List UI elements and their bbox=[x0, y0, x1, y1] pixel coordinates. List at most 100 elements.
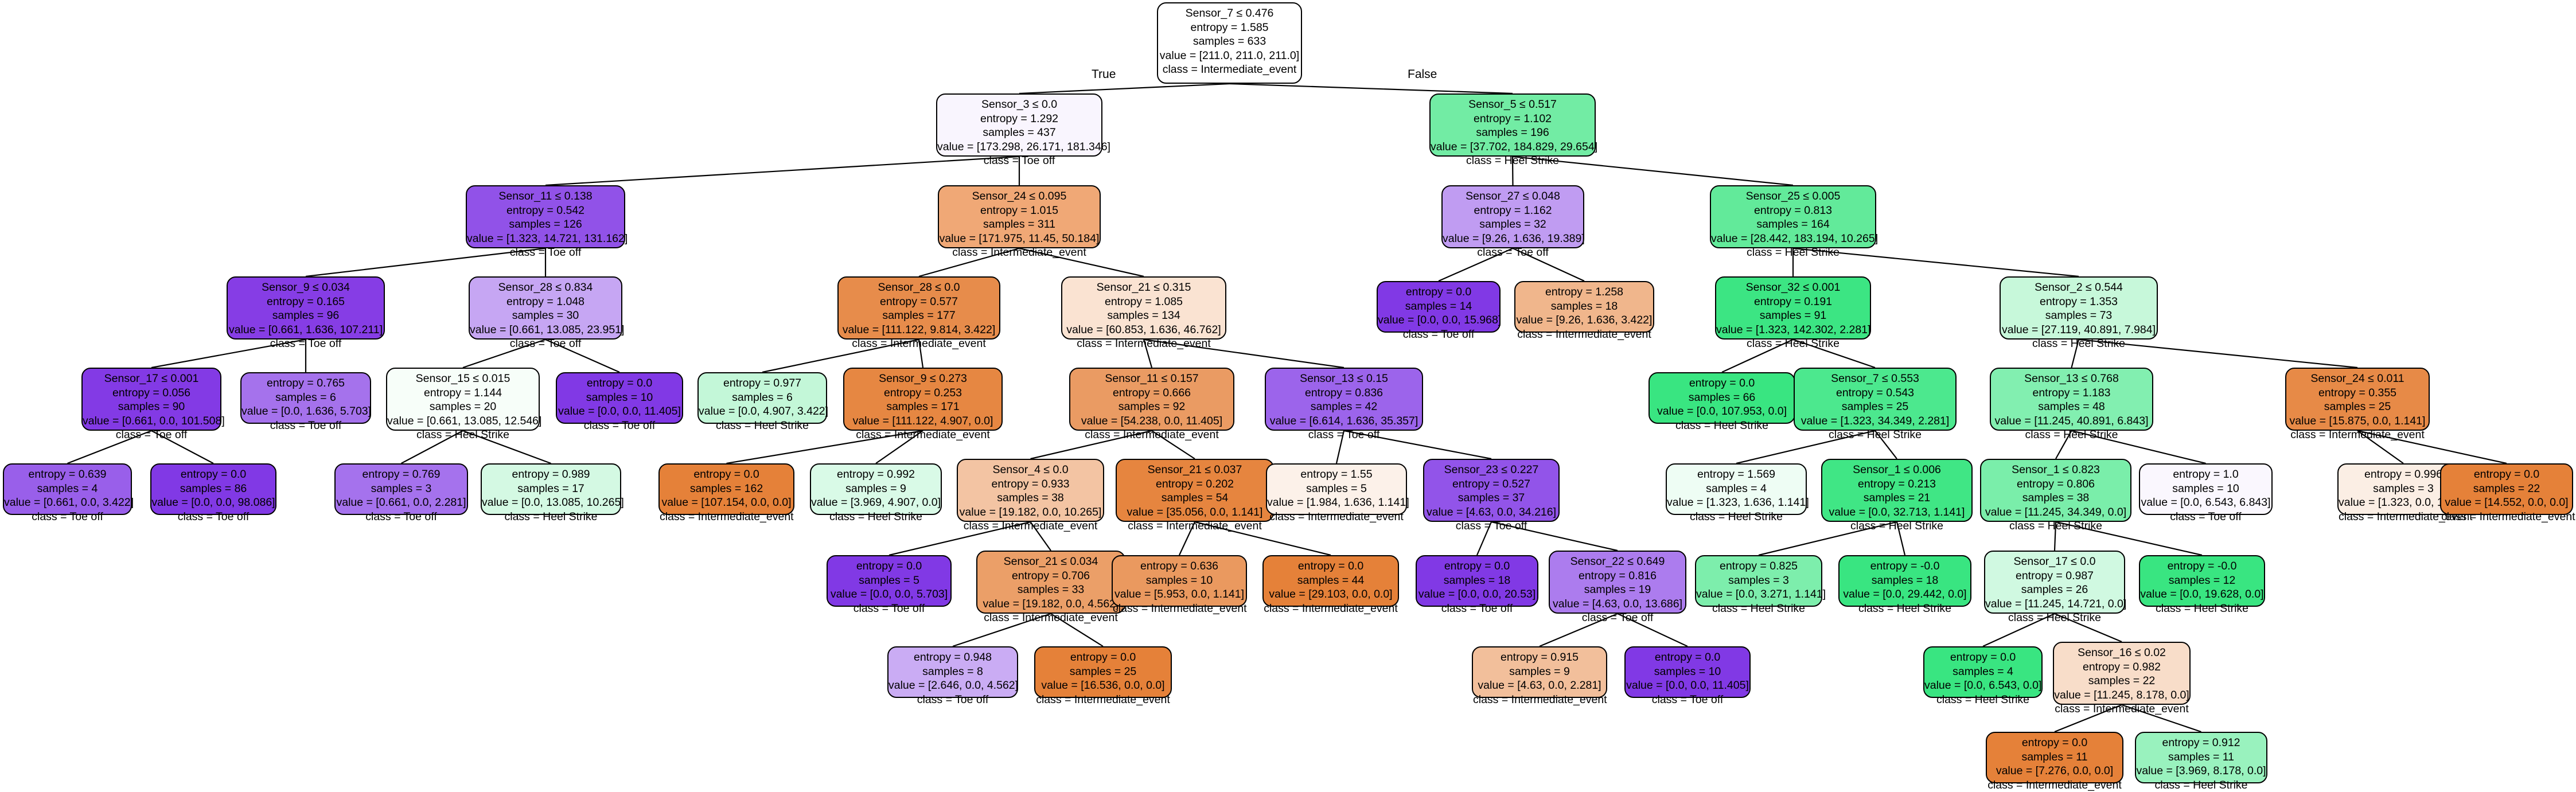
node-text-line: samples = 20 bbox=[387, 400, 539, 414]
edge-label-false: False bbox=[1408, 68, 1437, 81]
node-text-line: value = [1.984, 1.636, 1.141] bbox=[1267, 496, 1406, 510]
node-text-line: value = [0.661, 1.636, 107.211] bbox=[228, 323, 384, 337]
node-text-line: entropy = 0.933 bbox=[958, 477, 1103, 491]
node-text-line: class = Heel Strike bbox=[1822, 519, 1971, 533]
node-text-line: class = Heel Strike bbox=[1696, 602, 1821, 616]
node-text-line: value = [0.661, 13.085, 12.546] bbox=[387, 414, 539, 428]
node-text-line: entropy = 0.706 bbox=[977, 569, 1124, 583]
node-text-line: class = Intermediate_event bbox=[977, 611, 1124, 625]
node-text-line: samples = 44 bbox=[1264, 573, 1398, 588]
node-text-line: Sensor_28 ≤ 0.834 bbox=[470, 280, 621, 295]
node-text-line: entropy = 0.992 bbox=[811, 467, 941, 482]
node-text-line: entropy = 0.056 bbox=[83, 386, 220, 400]
node-text-line: Sensor_11 ≤ 0.138 bbox=[467, 189, 624, 204]
node-text-line: class = Intermediate_event bbox=[2286, 428, 2429, 442]
node-text-line: Sensor_25 ≤ 0.005 bbox=[1711, 189, 1875, 204]
node-text-line: entropy = 0.0 bbox=[1987, 736, 2122, 750]
node-text-line: class = Toe off bbox=[1443, 245, 1583, 260]
node-text-line: Sensor_13 ≤ 0.15 bbox=[1266, 372, 1422, 386]
node-text-line: entropy = 0.0 bbox=[1417, 559, 1537, 573]
node-text-line: value = [0.0, 6.543, 0.0] bbox=[1924, 678, 2041, 693]
node-text-line: entropy = 0.769 bbox=[336, 467, 467, 482]
node-text-line: Sensor_22 ≤ 0.649 bbox=[1550, 555, 1685, 569]
tree-edge bbox=[1019, 84, 1230, 93]
node-text-line: value = [14.552, 0.0, 0.0] bbox=[2441, 496, 2572, 510]
node-text-line: value = [9.26, 1.636, 3.422] bbox=[1515, 313, 1653, 327]
node-text-line: entropy = 0.191 bbox=[1716, 295, 1870, 309]
node-text-line: Sensor_2 ≤ 0.544 bbox=[2001, 280, 2157, 295]
node-text-line: samples = 96 bbox=[228, 309, 384, 323]
node-text-line: entropy = 0.355 bbox=[2286, 386, 2429, 400]
node-text-line: class = Heel Strike bbox=[1985, 611, 2124, 625]
node-text-line: value = [7.276, 0.0, 0.0] bbox=[1987, 764, 2122, 778]
node-text-line: entropy = 1.144 bbox=[387, 386, 539, 400]
node-text-line: samples = 54 bbox=[1117, 491, 1273, 505]
node-text-line: entropy = 0.989 bbox=[482, 467, 620, 482]
node-text-line: entropy = 0.543 bbox=[1795, 386, 1955, 400]
node-text-line: samples = 22 bbox=[2054, 674, 2189, 688]
node-text-line: entropy = 0.982 bbox=[2054, 660, 2189, 674]
node-text-line: samples = 162 bbox=[660, 482, 793, 496]
node-text-line: class = Intermediate_event bbox=[1264, 602, 1398, 616]
node-text-line: value = [19.182, 0.0, 4.562] bbox=[977, 597, 1124, 611]
node-text-line: entropy = 0.165 bbox=[228, 295, 384, 309]
node-text-line: class = Intermediate_event bbox=[1035, 693, 1171, 707]
node-text-line: class = Toe off bbox=[83, 428, 220, 442]
node-text-line: entropy = 0.836 bbox=[1266, 386, 1422, 400]
node-text-line: samples = 22 bbox=[2441, 482, 2572, 496]
node-text-line: entropy = 0.0 bbox=[1650, 376, 1794, 391]
node-text-line: Sensor_5 ≤ 0.517 bbox=[1431, 97, 1595, 112]
node-text-line: samples = 25 bbox=[2286, 400, 2429, 414]
node-text-line: samples = 126 bbox=[467, 217, 624, 232]
node-text-line: samples = 18 bbox=[1417, 573, 1537, 588]
node-text-line: entropy = 1.585 bbox=[1158, 21, 1301, 35]
node-text-line: class = Heel Strike bbox=[1711, 245, 1875, 260]
node-text-line: samples = 6 bbox=[241, 391, 370, 405]
node-text-line: samples = 66 bbox=[1650, 391, 1794, 405]
node-text-line: class = Heel Strike bbox=[482, 510, 620, 524]
node-text-line: class = Heel Strike bbox=[2001, 337, 2157, 351]
node-text-line: samples = 10 bbox=[1626, 665, 1749, 679]
node-text-line: Sensor_17 ≤ 0.001 bbox=[83, 372, 220, 386]
node-text-line: samples = 12 bbox=[2140, 573, 2264, 588]
node-text-line: entropy = -0.0 bbox=[2140, 559, 2264, 573]
node-text-line: class = Intermediate_event bbox=[1158, 63, 1301, 77]
node-text-line: value = [107.154, 0.0, 0.0] bbox=[660, 496, 793, 510]
node-text-line: samples = 92 bbox=[1070, 400, 1233, 414]
node-text-line: class = Intermediate_event bbox=[1473, 693, 1606, 707]
node-text-line: samples = 18 bbox=[1515, 299, 1653, 314]
node-text-line: Sensor_3 ≤ 0.0 bbox=[937, 97, 1101, 112]
node-text-line: entropy = 0.825 bbox=[1696, 559, 1821, 573]
node-text-line: value = [1.323, 34.349, 2.281] bbox=[1795, 414, 1955, 428]
node-text-line: samples = 177 bbox=[839, 309, 999, 323]
node-text-line: class = Toe off bbox=[1626, 693, 1749, 707]
node-text-line: samples = 10 bbox=[2140, 482, 2271, 496]
node-text-line: value = [4.63, 0.0, 34.216] bbox=[1424, 505, 1558, 520]
node-text-line: value = [0.0, 29.442, 0.0] bbox=[1840, 587, 1970, 602]
node-text-line: samples = 11 bbox=[2136, 750, 2266, 764]
node-text-line: value = [0.0, 4.907, 3.422] bbox=[699, 404, 826, 419]
node-text-line: value = [3.969, 4.907, 0.0] bbox=[811, 496, 941, 510]
node-text-line: class = Intermediate_event bbox=[839, 337, 999, 351]
node-text-line: Sensor_21 ≤ 0.315 bbox=[1062, 280, 1225, 295]
